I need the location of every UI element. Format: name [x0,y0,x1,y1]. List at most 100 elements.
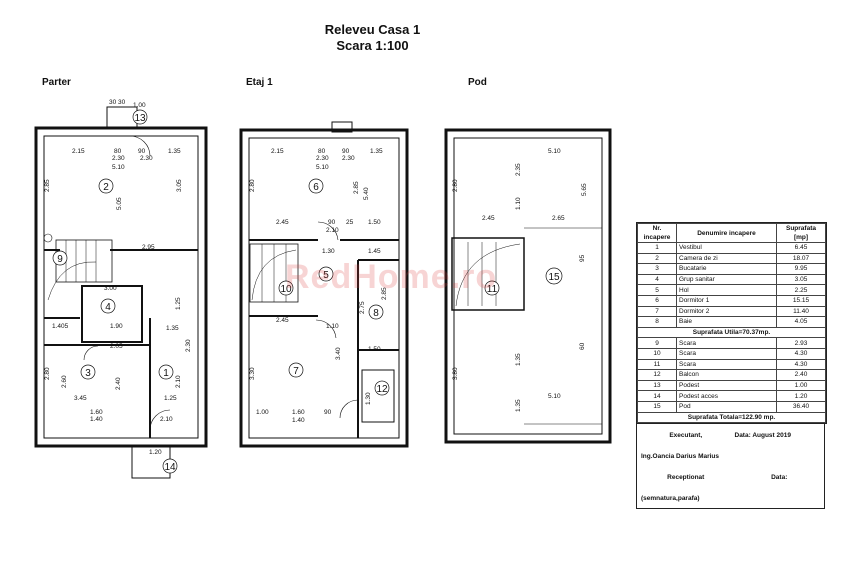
svg-text:2.45: 2.45 [276,219,289,226]
cell-suprafata: 2.25 [776,284,826,296]
svg-text:2.30: 2.30 [185,339,192,352]
svg-text:2.80: 2.80 [44,367,51,380]
svg-text:1.50: 1.50 [368,219,381,226]
svg-text:4: 4 [105,302,111,313]
signature-block: Executant, Data: August 2019 Ing.Oancia … [636,424,825,509]
svg-text:5: 5 [323,270,329,281]
svg-text:2.80: 2.80 [452,179,459,192]
cell-suprafata: 4.30 [776,347,826,360]
room-15: 15 [545,267,563,285]
svg-text:3.45: 3.45 [74,395,87,402]
room-13: 13 [132,109,148,125]
room-9: 9 [52,250,68,266]
room-6: 6 [308,178,324,194]
svg-text:1.30: 1.30 [365,392,372,405]
cell-denumire: Vestibul [676,242,777,254]
cell-suprafata: 4.05 [776,316,826,328]
drawing-scale: Scara 1:100 [336,38,409,53]
svg-text:5.10: 5.10 [548,393,561,400]
svg-text:11: 11 [487,284,498,295]
room-8: 8 [368,304,384,320]
svg-text:1.90: 1.90 [110,323,123,330]
cell-nr: 9 [637,337,677,349]
plan-pod [444,128,612,444]
cell-denumire: Balcon [676,369,777,381]
svg-text:3.40: 3.40 [335,347,342,360]
svg-text:8: 8 [373,308,379,319]
cell-suprafata: 3.05 [776,273,826,286]
cell-denumire: Hol [676,284,777,296]
floor-label-etaj: Etaj 1 [246,77,273,88]
svg-text:1.25: 1.25 [175,297,182,310]
header-nr: Nr. incapere [637,223,677,243]
svg-text:60: 60 [579,342,586,350]
svg-text:1.10: 1.10 [515,197,522,210]
room-11: 11 [484,280,500,296]
svg-text:2: 2 [103,182,109,193]
stamp-label: (semnatura,parafa) [641,494,700,502]
watermark: RedHome.ro [285,258,498,296]
svg-text:1.20: 1.20 [149,449,162,456]
cell-denumire: Dormitor 2 [676,305,777,318]
subtotal-row: Suprafata Utila=70.37mp. [637,326,826,339]
svg-text:2.85: 2.85 [353,181,360,194]
svg-text:2.15: 2.15 [72,148,85,155]
svg-text:5.65: 5.65 [581,183,588,196]
svg-text:2.10: 2.10 [160,416,173,423]
svg-text:5.40: 5.40 [363,187,370,200]
date-label: Data: August 2019 [734,431,791,439]
svg-text:1.50: 1.50 [368,346,381,353]
cell-suprafata: 18.07 [776,252,826,265]
svg-text:1: 1 [163,368,169,379]
floor-label-pod: Pod [468,77,487,88]
engineer-name: Ing.Oancia Darius Marius [641,452,720,460]
svg-text:3: 3 [85,368,91,379]
cell-suprafata: 2.93 [776,337,826,349]
svg-text:5.10: 5.10 [548,148,561,155]
svg-text:3.30: 3.30 [249,367,256,380]
cell-suprafata: 1.00 [776,379,826,392]
dims-etaj: 2.15 80 90 1.35 2.30 2.30 5.10 2.45 90 2… [249,148,388,424]
room-3: 3 [80,364,96,380]
cell-suprafata: 9.95 [776,263,826,275]
svg-text:1.35: 1.35 [515,399,522,412]
dims-parter: 2.15 80 90 1.35 2.30 2.30 5.10 2.95 3.00… [44,99,192,456]
cell-suprafata: 11.40 [776,305,826,318]
cell-denumire: Scara [676,347,777,360]
header-denumire: Denumire incapere [676,223,777,243]
svg-text:1.00: 1.00 [256,409,269,416]
room-2: 2 [98,178,114,194]
svg-text:90: 90 [342,148,350,155]
total-row: Suprafata Totala=122.90 mp. [637,411,826,424]
receptionat-label: Receptionat [667,473,705,481]
svg-text:80: 80 [114,148,122,155]
svg-text:3.00: 3.00 [104,285,117,292]
svg-text:1.35: 1.35 [370,148,383,155]
svg-text:1.40: 1.40 [90,416,103,423]
cell-nr: 2 [637,252,677,265]
cell-suprafata: 2.40 [776,369,826,381]
svg-text:30: 30 [109,99,117,106]
room-numbers: 2 3 4 1 9 13 14 6 7 5 8 10 12 11 15 [52,109,563,474]
room-4: 4 [100,298,116,314]
svg-text:2.45: 2.45 [482,215,495,222]
floor-label-parter: Parter [42,77,71,88]
room-1: 1 [158,364,174,380]
cell-nr: 15 [637,400,677,413]
svg-text:1.30: 1.30 [322,248,335,255]
svg-text:90: 90 [324,409,332,416]
svg-text:1.35: 1.35 [168,148,181,155]
svg-text:1.00: 1.00 [133,102,146,109]
svg-text:5.10: 5.10 [112,164,125,171]
svg-text:6: 6 [313,182,319,193]
cell-nr: 12 [637,369,677,381]
